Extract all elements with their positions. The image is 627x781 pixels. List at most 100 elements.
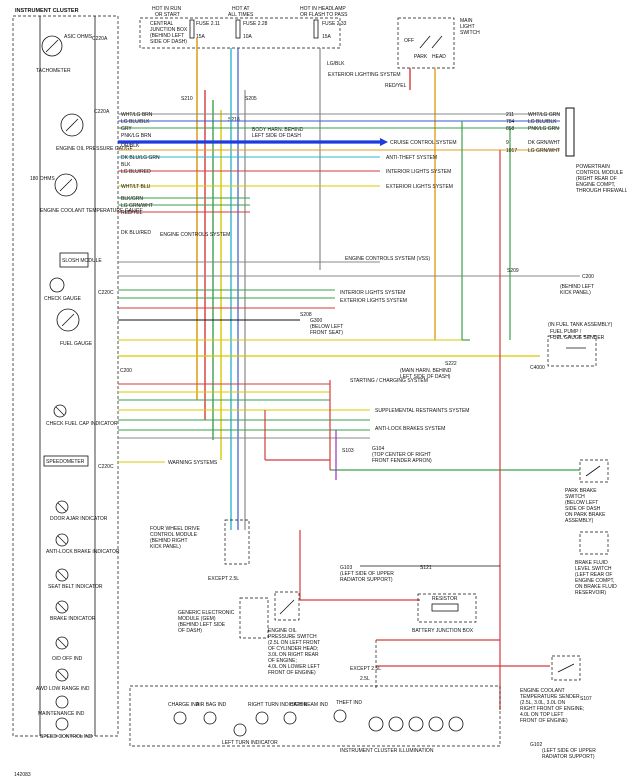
svg-text:SIDE OF DASH: SIDE OF DASH: [565, 506, 601, 512]
svg-text:PARK BRAKE: PARK BRAKE: [565, 488, 597, 494]
svg-text:FUEL GAUGE SENDER: FUEL GAUGE SENDER: [550, 335, 605, 341]
svg-text:WHT/LT BLU: WHT/LT BLU: [121, 184, 151, 190]
coolant-gauge: 180 OHMS ENGINE COOLANT TEMPERATURE GAUG…: [30, 173, 143, 214]
slosh-module: SLOSH MODULE: [59, 252, 102, 268]
svg-text:ENGINE COOLANT TEMPERATURE GAU: ENGINE COOLANT TEMPERATURE GAUGE: [40, 208, 143, 214]
svg-text:CHARGE IND: CHARGE IND: [168, 702, 200, 708]
svg-text:WHT/LG GRN: WHT/LG GRN: [528, 112, 560, 118]
svg-text:RESISTOR: RESISTOR: [432, 596, 458, 602]
svg-text:PNK/LG GRN: PNK/LG GRN: [528, 126, 559, 132]
svg-text:CENTRAL: CENTRAL: [150, 21, 174, 27]
svg-text:G102: G102: [530, 742, 542, 748]
svg-text:MODULE (GEM): MODULE (GEM): [178, 616, 216, 622]
svg-text:PNK/LG BRN: PNK/LG BRN: [121, 133, 152, 139]
fuse-2-33: HOT IN HEADLAMP OR FLASH TO PASS FUSE 2.…: [300, 6, 348, 40]
svg-text:(TOP CENTER OF RIGHT: (TOP CENTER OF RIGHT: [372, 452, 431, 458]
svg-text:WARNING SYSTEMS: WARNING SYSTEMS: [168, 460, 218, 466]
wire-row-labels: WHT/LG BRN LG BLU/BLK GRY PNK/LG BRN OR/…: [121, 112, 560, 238]
svg-text:ENGINE COMPT,: ENGINE COMPT,: [576, 182, 615, 188]
svg-text:TEMPERATURE SENDER: TEMPERATURE SENDER: [520, 694, 580, 700]
od-off-indicator: O/D OFF IND: [52, 636, 83, 662]
svg-text:AIR BAG IND: AIR BAG IND: [196, 702, 227, 708]
svg-text:TACHOMETER: TACHOMETER: [36, 68, 71, 74]
svg-text:(RIGHT REAR OF: (RIGHT REAR OF: [576, 176, 617, 182]
svg-text:ENGINE OIL: ENGINE OIL: [268, 628, 297, 634]
svg-text:SLOSH MODULE: SLOSH MODULE: [62, 258, 102, 264]
svg-text:ENGINE CONTROLS SYSTEM (VSS): ENGINE CONTROLS SYSTEM (VSS): [345, 256, 430, 262]
svg-text:C4000: C4000: [530, 365, 545, 371]
svg-text:FOUR WHEEL DRIVE: FOUR WHEEL DRIVE: [150, 526, 200, 532]
svg-text:S107: S107: [580, 696, 592, 702]
svg-text:DK GRN/WHT: DK GRN/WHT: [528, 140, 560, 146]
svg-text:180 OHMS: 180 OHMS: [30, 176, 55, 182]
svg-text:(LEFT SIDE OF UPPER: (LEFT SIDE OF UPPER: [542, 748, 596, 754]
svg-text:ENGINE CONTROLS SYSTEM: ENGINE CONTROLS SYSTEM: [160, 232, 230, 238]
svg-text:(BELOW LEFT: (BELOW LEFT: [565, 500, 598, 506]
svg-text:1017: 1017: [506, 148, 517, 154]
svg-text:FUEL GAUGE: FUEL GAUGE: [60, 341, 93, 347]
svg-text:15A: 15A: [322, 34, 332, 40]
svg-text:RADIATOR SUPPORT): RADIATOR SUPPORT): [340, 577, 393, 583]
svg-text:LG BLU/BLK: LG BLU/BLK: [528, 119, 557, 125]
tachometer: ASIC OHMS TACHOMETER C220A: [36, 34, 108, 74]
svg-text:2.5L: 2.5L: [360, 676, 370, 682]
svg-text:10A: 10A: [243, 34, 253, 40]
svg-text:S205: S205: [245, 96, 257, 102]
svg-text:9: 9: [506, 140, 509, 146]
svg-text:S222: S222: [445, 361, 457, 367]
svg-text:CONTROL MODULE: CONTROL MODULE: [576, 170, 624, 176]
cluster-boundary: [12, 15, 119, 737]
svg-text:LEFT SIDE OF DASH: LEFT SIDE OF DASH: [252, 133, 301, 139]
svg-text:EXCEPT 2.5L: EXCEPT 2.5L: [350, 666, 381, 672]
svg-text:GENERIC ELECTRONIC: GENERIC ELECTRONIC: [178, 610, 235, 616]
svg-text:LEVEL SWITCH: LEVEL SWITCH: [575, 566, 612, 572]
svg-text:FUSE 2.33: FUSE 2.33: [322, 21, 347, 27]
svg-text:LG BLU/BLK: LG BLU/BLK: [121, 119, 150, 125]
svg-text:FRONT FENDER APRON): FRONT FENDER APRON): [372, 458, 432, 464]
central-junction-box: [139, 17, 341, 49]
svg-text:(MAIN HARN. BEHIND: (MAIN HARN. BEHIND: [400, 368, 452, 374]
svg-text:G103: G103: [340, 565, 352, 571]
svg-text:LG GRN/WHT: LG GRN/WHT: [121, 203, 153, 209]
svg-text:CRUISE CONTROL SYSTEM: CRUISE CONTROL SYSTEM: [390, 140, 457, 146]
svg-text:INSTRUMENT CLUSTER ILLUMINATIO: INSTRUMENT CLUSTER ILLUMINATION: [340, 748, 434, 754]
svg-text:JUNCTION BOX: JUNCTION BOX: [150, 27, 188, 33]
fuel-pump-sender: (IN FUEL TANK ASSEMBLY) FUEL PUMP / FUEL…: [530, 322, 613, 371]
svg-text:CONTROL MODULE: CONTROL MODULE: [150, 532, 198, 538]
svg-text:ENGINE OIL PRESSURE GAUGE: ENGINE OIL PRESSURE GAUGE: [56, 146, 133, 152]
svg-text:OF CYLINDER HEAD;: OF CYLINDER HEAD;: [268, 646, 318, 652]
svg-text:S121: S121: [420, 565, 432, 571]
cluster-title: INSTRUMENT CLUSTER: [15, 8, 79, 14]
svg-text:O/D OFF IND: O/D OFF IND: [52, 656, 83, 662]
svg-text:S209: S209: [507, 268, 519, 274]
svg-text:784: 784: [506, 119, 515, 125]
svg-text:OR FLASH TO PASS: OR FLASH TO PASS: [300, 12, 348, 18]
svg-text:RIGHT TURN INDICATOR: RIGHT TURN INDICATOR: [248, 702, 307, 708]
svg-text:BATTERY JUNCTION BOX: BATTERY JUNCTION BOX: [412, 628, 474, 634]
svg-text:HOT AT: HOT AT: [232, 6, 250, 12]
svg-text:FUSE 2.11: FUSE 2.11: [196, 21, 220, 27]
svg-text:(BELOW LEFT: (BELOW LEFT: [310, 324, 343, 330]
svg-text:EXTERIOR LIGHTS SYSTEM: EXTERIOR LIGHTS SYSTEM: [386, 184, 453, 190]
svg-text:THROUGH FIREWALL): THROUGH FIREWALL): [576, 188, 627, 194]
svg-text:AWD LOW RANGE IND: AWD LOW RANGE IND: [36, 686, 90, 692]
illumination-box: INSTRUMENT CLUSTER ILLUMINATION CHARGE I…: [129, 685, 501, 754]
svg-text:RESERVOIR): RESERVOIR): [575, 590, 606, 596]
svg-text:858: 858: [506, 126, 515, 132]
svg-text:BODY HARN. BEHIND: BODY HARN. BEHIND: [252, 127, 304, 133]
svg-text:FUSE 2.28: FUSE 2.28: [243, 21, 268, 27]
svg-text:(2.5L, 3.0L, 3.0L ON: (2.5L, 3.0L, 3.0L ON: [520, 700, 566, 706]
svg-text:CHECK GAUGE: CHECK GAUGE: [44, 296, 82, 302]
park-brake-switch: PARK BRAKE SWITCH (BELOW LEFT SIDE OF DA…: [565, 459, 609, 524]
main-light-switch: MAIN LIGHT SWITCH OFF PARK HEAD: [397, 17, 480, 69]
maintenance-indicator: MAINTENANCE IND: [38, 695, 85, 717]
exterior-lighting-label: EXTERIOR LIGHTING SYSTEM: [328, 72, 401, 78]
svg-text:EXCEPT 2.5L: EXCEPT 2.5L: [208, 576, 239, 582]
svg-text:OF ENGINE;: OF ENGINE;: [268, 658, 297, 664]
svg-text:C220A: C220A: [94, 109, 110, 115]
fuse-2-28: HOT AT ALL TIMES FUSE 2.28 10A: [228, 6, 268, 40]
svg-text:ON PARK BRAKE: ON PARK BRAKE: [565, 512, 606, 518]
svg-text:FRONT OF ENGINE): FRONT OF ENGINE): [520, 718, 568, 724]
svg-text:HIGH BEAM IND: HIGH BEAM IND: [290, 702, 328, 708]
